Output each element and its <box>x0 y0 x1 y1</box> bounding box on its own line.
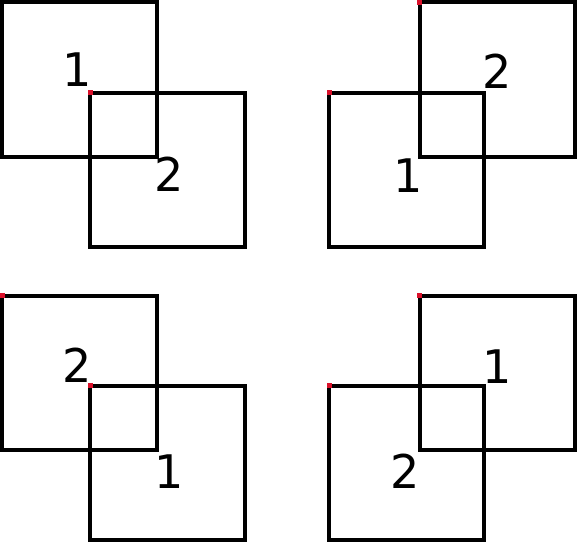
label-second: 1 <box>154 445 183 499</box>
corner-marker <box>0 293 5 298</box>
panel-bottom-right: 1 2 <box>327 293 577 542</box>
square-lower <box>88 91 247 249</box>
label-second: 2 <box>154 148 183 202</box>
label-first: 1 <box>393 149 422 203</box>
corner-marker <box>417 0 422 5</box>
panel-top-left: 1 2 <box>0 0 247 249</box>
square-lower <box>327 384 486 542</box>
corner-marker <box>417 293 422 298</box>
label-first: 1 <box>62 43 91 97</box>
corner-marker <box>88 383 93 388</box>
panel-top-right: 1 2 <box>327 0 577 249</box>
square-lower <box>327 91 486 249</box>
square-lower <box>88 384 247 542</box>
corner-marker <box>327 383 332 388</box>
square-upper <box>0 294 159 452</box>
square-upper <box>418 0 577 159</box>
label-second: 2 <box>482 45 511 99</box>
corner-marker <box>327 90 332 95</box>
label-second: 2 <box>390 445 419 499</box>
label-first: 2 <box>62 339 91 393</box>
label-first: 1 <box>482 340 511 394</box>
square-upper <box>418 294 577 452</box>
panel-bottom-left: 2 1 <box>0 293 247 542</box>
corner-marker <box>88 90 93 95</box>
square-upper <box>0 0 159 159</box>
